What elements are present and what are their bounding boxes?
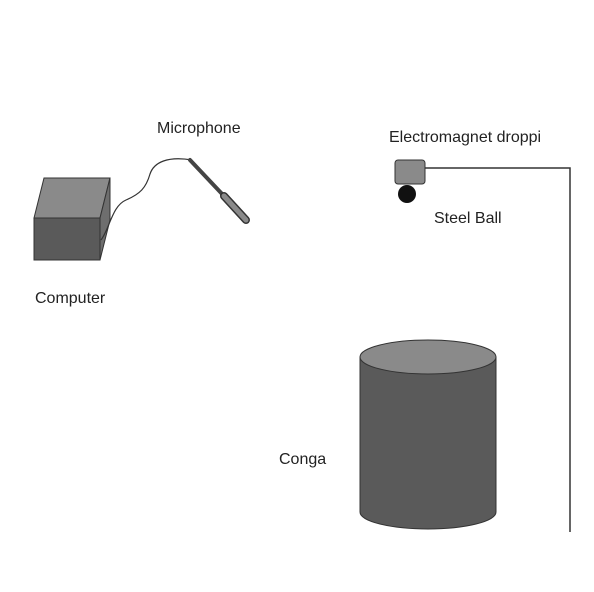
conga-label: Conga [279, 451, 326, 468]
electromagnet-block [394, 159, 426, 185]
conga-top [359, 339, 497, 375]
computer-side-face [99, 177, 111, 261]
conga-drum [359, 339, 497, 530]
microphone-label: Microphone [157, 120, 241, 137]
computer-box [33, 177, 111, 261]
steel-ball [398, 185, 416, 203]
microphone-cable [100, 158, 193, 241]
electromagnet-label: Electromagnet droppi [389, 129, 541, 146]
steel-ball-label: Steel Ball [434, 210, 502, 227]
conga-body [359, 356, 497, 530]
computer-front-face [33, 217, 101, 261]
computer-top-face [33, 177, 111, 219]
microphone-body-highlight [221, 193, 249, 223]
microphone-neck [188, 158, 226, 198]
microphone [188, 158, 250, 224]
computer-label: Computer [35, 290, 106, 307]
support-stand [425, 167, 571, 532]
